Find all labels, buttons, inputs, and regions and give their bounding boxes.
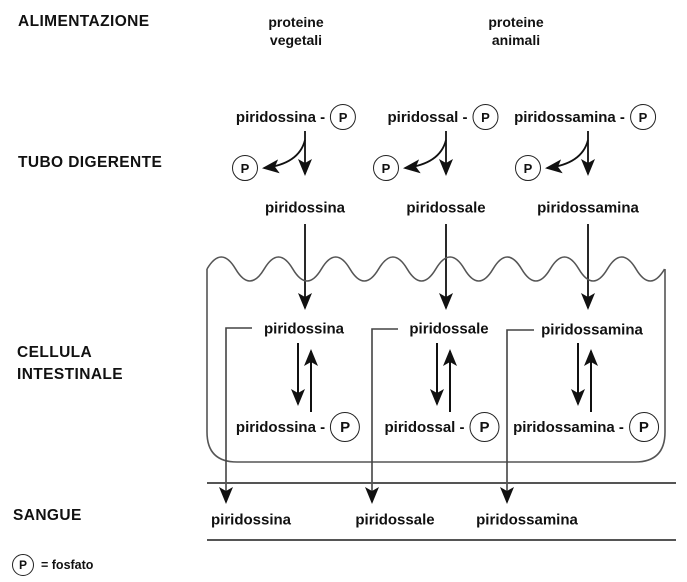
cellula-line2: INTESTINALE — [17, 366, 124, 383]
food-label-proteine-animali: proteine animali — [488, 13, 543, 49]
phosphate-circle-icon: P — [629, 104, 656, 130]
phosphate-circle-icon: P — [330, 104, 357, 130]
compound-text: piridossamina - — [514, 108, 625, 126]
cellula-line1: CELLULA — [17, 344, 93, 361]
cell-phosphorylated-piridossal: piridossal - P — [384, 412, 500, 442]
proteine-animali-line1: proteine — [488, 14, 544, 30]
digestive-phosphorylated-piridossamina: piridossamina - P — [514, 104, 656, 130]
digestion-arrows — [262, 131, 595, 176]
intestinal-cell-outline — [206, 269, 666, 463]
released-phosphate-circle-1: P — [232, 155, 258, 181]
digestive-free-piridossina: piridossina — [264, 199, 346, 217]
compound-text: piridossina - — [235, 108, 326, 126]
digestive-phosphorylated-piridossal: piridossal - P — [387, 104, 499, 130]
blood-piridossale: piridossale — [355, 511, 435, 529]
section-label-cellula-intestinale: CELLULA INTESTINALE — [17, 342, 123, 386]
phosphate-letter: P — [638, 418, 649, 436]
phosphate-letter: P — [381, 160, 391, 176]
phosphate-letter: P — [340, 418, 351, 436]
legend-phosphate-circle-icon: P — [12, 554, 34, 576]
blood-piridossamina: piridossamina — [476, 511, 578, 529]
cell-membrane-wavy-border — [206, 256, 666, 282]
cell-free-piridossale: piridossale — [409, 320, 489, 338]
phosphate-letter: P — [338, 109, 348, 125]
phosphate-letter: P — [18, 558, 27, 572]
released-phosphate-circle-3: P — [515, 155, 541, 181]
proteine-vegetali-line2: vegetali — [269, 32, 323, 48]
digestive-phosphorylated-piridossina: piridossina - P — [235, 104, 357, 130]
cell-phosphorylated-piridossamina: piridossamina - P — [513, 412, 659, 442]
proteine-animali-line2: animali — [491, 32, 541, 48]
digestive-free-piridossamina: piridossamina — [537, 199, 639, 217]
legend: P = fosfato — [12, 554, 93, 576]
section-label-sangue: SANGUE — [13, 507, 82, 524]
phosphate-circle-icon: P — [469, 412, 500, 442]
phosphate-letter: P — [240, 160, 250, 176]
released-phosphate-circle-2: P — [373, 155, 399, 181]
phosphate-circle-icon: P — [330, 412, 361, 442]
cell-phosphorylated-piridossina: piridossina - P — [235, 412, 361, 442]
compound-text: piridossamina - — [513, 418, 624, 436]
compound-text: piridossal - — [384, 418, 465, 436]
cell-entry-arrows — [298, 224, 595, 310]
phosphate-circle-icon: P — [472, 104, 499, 130]
food-label-proteine-vegetali: proteine vegetali — [268, 13, 323, 49]
compound-text: piridossal - — [387, 108, 468, 126]
legend-text: = fosfato — [41, 558, 94, 572]
blood-piridossina: piridossina — [210, 511, 292, 529]
phosphate-circle-icon: P — [628, 412, 659, 442]
transport-to-blood-arrows — [219, 327, 534, 504]
cell-free-piridossina: piridossina — [263, 320, 345, 338]
section-label-alimentazione: ALIMENTAZIONE — [18, 13, 150, 30]
compound-text: piridossina - — [235, 418, 326, 436]
phosphate-letter: P — [481, 109, 490, 125]
proteine-vegetali-line1: proteine — [268, 14, 324, 30]
section-label-tubo-digerente: TUBO DIGERENTE — [18, 154, 163, 171]
phosphate-letter: P — [479, 418, 490, 436]
reversible-reaction-arrows — [291, 343, 598, 412]
digestive-free-piridossale: piridossale — [406, 199, 486, 217]
phosphate-letter: P — [523, 160, 533, 176]
blood-vessel-lines — [207, 482, 676, 541]
phosphate-letter: P — [638, 109, 648, 125]
cell-free-piridossamina: piridossamina — [541, 321, 643, 339]
